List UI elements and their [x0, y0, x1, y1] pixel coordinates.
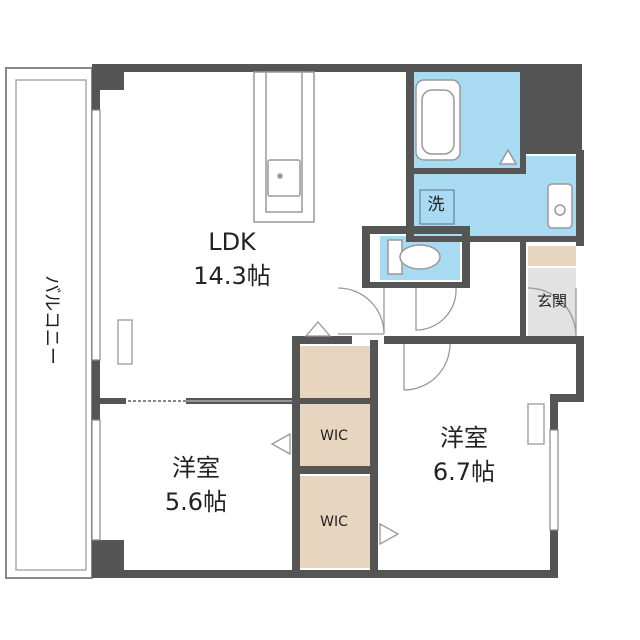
shoe-closet — [528, 246, 576, 266]
ldk-size: 14.3帖 — [193, 262, 270, 290]
bathtub — [415, 79, 518, 165]
room-labels: LDK 14.3帖 洋室 5.6帖 洋室 6.7帖 WIC WIC 洗 玄関 — [165, 195, 567, 530]
wic-1 — [298, 404, 370, 466]
balcony-label: バルコニー — [41, 275, 62, 365]
western-2-size: 6.7帖 — [433, 458, 495, 486]
entrance-label: 玄関 — [537, 292, 567, 310]
bedroom-2-closet-door — [527, 403, 545, 445]
wic-2-label: WIC — [320, 514, 348, 530]
balcony: バルコニー — [5, 67, 93, 579]
storage-closet — [298, 346, 370, 402]
washer-pan — [419, 189, 455, 225]
wic-1-label: WIC — [320, 428, 348, 444]
western-1-size: 5.6帖 — [165, 488, 227, 516]
wash-basin — [547, 183, 573, 229]
kitchen-counter — [253, 71, 315, 223]
storage-areas — [298, 246, 576, 568]
ldk-cabinet — [117, 319, 133, 365]
kitchen-sink — [267, 159, 301, 197]
entrance-floor — [528, 268, 576, 336]
western-1-name: 洋室 — [172, 454, 220, 482]
toilet-fixture — [387, 239, 441, 275]
windows — [91, 109, 559, 541]
doors — [270, 287, 577, 546]
western-2-name: 洋室 — [440, 424, 488, 452]
wic-2 — [298, 476, 370, 568]
ldk-name: LDK — [208, 228, 257, 256]
